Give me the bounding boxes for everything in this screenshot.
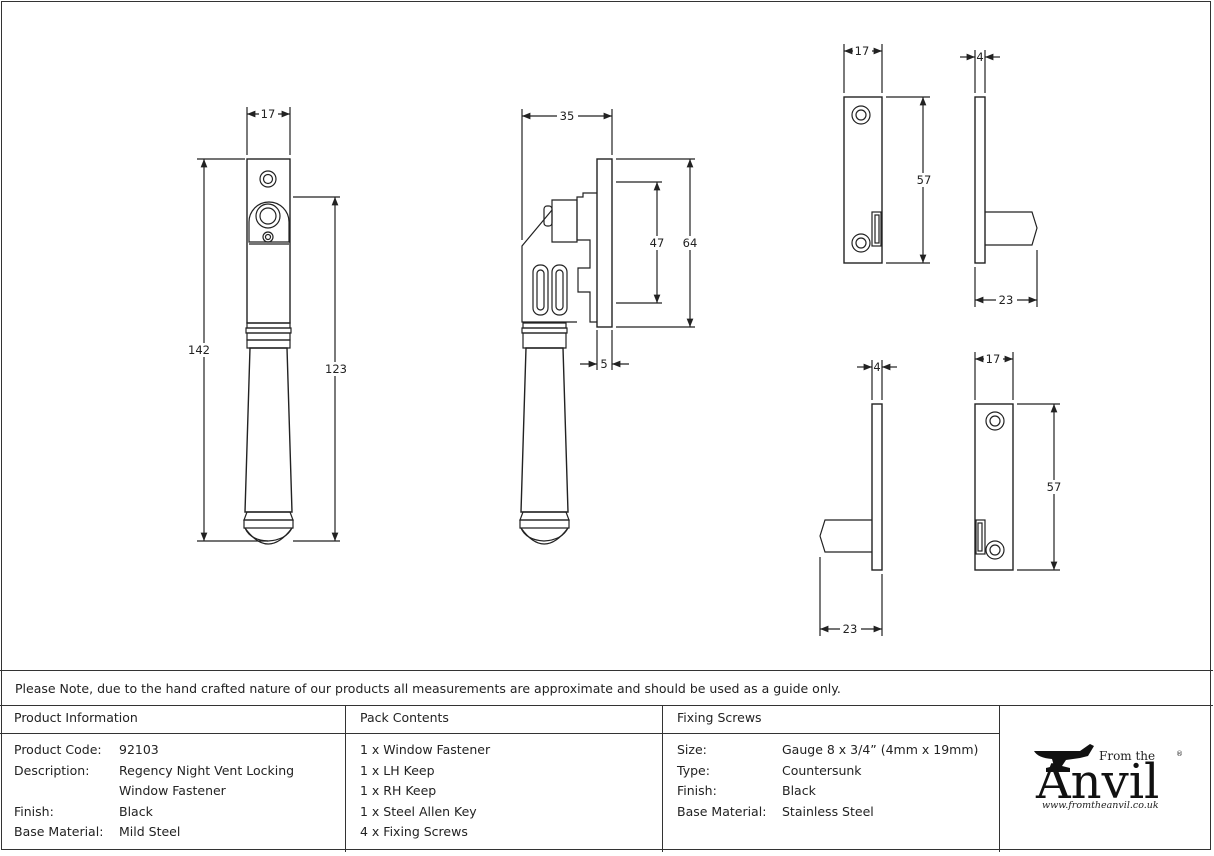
screw-label: Finish:: [677, 783, 717, 798]
info-row: Base Material: Mild Steel: [0, 822, 345, 843]
dim-keep-top-width: 17: [855, 44, 870, 58]
keep-top-side-view: [974, 96, 1038, 264]
info-label: Base Material:: [14, 824, 104, 839]
info-value: Mild Steel: [119, 824, 181, 839]
logo-from-the: From the: [1099, 749, 1155, 763]
dim-keep-top-side-thickness: 4: [976, 50, 983, 64]
screw-label: Type:: [677, 762, 710, 778]
dim-fastener-front-width: 17: [261, 107, 276, 121]
pack-contents-heading: Pack Contents: [346, 706, 662, 734]
list-item: 1 x LH Keep: [360, 762, 435, 778]
info-row: Window Fastener: [0, 781, 345, 802]
dim-fastener-handle-height: 123: [325, 362, 347, 376]
list-item: 1 x RH Keep: [360, 783, 437, 798]
screw-value: Countersunk: [782, 762, 862, 778]
screw-row: Size: Gauge 8 x 3/4” (4mm x 19mm): [663, 740, 999, 761]
pack-contents-panel: Pack Contents 1 x Window Fastener 1 x LH…: [346, 706, 663, 852]
dim-fastener-plate-thickness: 5: [600, 357, 607, 371]
screw-row: Finish: Black: [663, 781, 999, 802]
dim-keep-bottom-side-depth: 23: [843, 622, 858, 636]
keep-top-side-dimensions: [960, 50, 1038, 307]
fixing-screws-panel: Fixing Screws Size: Gauge 8 x 3/4” (4mm x…: [663, 706, 1000, 852]
info-label: [0, 781, 119, 802]
fastener-front-view: [243, 158, 294, 545]
list-item: 4 x Fixing Screws: [360, 824, 468, 839]
dim-keep-top-side-depth: 23: [999, 293, 1014, 307]
info-label: Product Code:: [14, 742, 102, 757]
fastener-side-dimensions: [521, 109, 695, 370]
keep-bottom-side-dimensions: [819, 360, 897, 636]
list-item: 1 x Window Fastener: [360, 742, 491, 757]
info-row: Product Code: 92103: [0, 740, 345, 761]
info-value: Black: [119, 803, 153, 819]
screw-value: Black: [782, 783, 816, 798]
info-value: 92103: [119, 742, 159, 757]
fastener-front-dimensions: [197, 107, 340, 542]
keep-bottom-dimensions: [974, 352, 1060, 571]
info-label: Finish:: [14, 803, 54, 819]
screw-value: Stainless Steel: [782, 803, 874, 819]
technical-drawing: 17 142 123 35 64 47 5 17 57 4 23 4 23 17…: [188, 44, 1062, 636]
screw-label: Size:: [677, 742, 707, 757]
anvil-logo: From the Anvil ® www.fromtheanvil.co.uk: [1000, 706, 1213, 852]
screw-row: Type: Countersunk: [663, 761, 999, 782]
logo-name: Anvil: [1035, 754, 1159, 810]
dim-fastener-inner-height: 47: [650, 236, 665, 250]
dim-keep-bottom-side-thickness: 4: [873, 360, 880, 374]
anvil-icon: From the Anvil ® www.fromtheanvil.co.uk: [1034, 744, 1183, 811]
product-information-heading: Product Information: [0, 706, 345, 734]
keep-bottom-front-view: [974, 403, 1014, 571]
keep-top-front-view: [843, 96, 883, 264]
dim-fastener-plate-height: 64: [683, 236, 698, 250]
dim-keep-bottom-width: 17: [986, 352, 1001, 366]
keep-top-dimensions: [843, 44, 930, 264]
fastener-side-view: [519, 158, 613, 545]
screw-row: Base Material: Stainless Steel: [663, 802, 999, 823]
info-row: Finish: Black: [0, 802, 345, 823]
product-information-panel: Product Information Product Code: 92103 D…: [0, 706, 346, 852]
info-label: Description:: [14, 762, 90, 778]
dim-keep-top-height: 57: [917, 173, 932, 187]
fixing-screws-heading: Fixing Screws: [663, 706, 999, 734]
list-item: 1 x Steel Allen Key: [360, 803, 477, 819]
keep-bottom-side-view: [819, 403, 883, 571]
info-value: Window Fastener: [119, 783, 226, 798]
screw-label: Base Material:: [677, 803, 767, 819]
info-row: Description: Regency Night Vent Locking: [0, 761, 345, 782]
info-value: Regency Night Vent Locking: [119, 762, 295, 778]
dim-keep-bottom-height: 57: [1047, 480, 1062, 494]
disclaimer-note: Please Note, due to the hand crafted nat…: [0, 670, 1213, 706]
dim-fastener-side-depth: 35: [560, 109, 575, 123]
logo-registered-mark: ®: [1176, 750, 1183, 758]
screw-value: Gauge 8 x 3/4” (4mm x 19mm): [782, 742, 979, 757]
dim-fastener-front-height: 142: [188, 343, 210, 357]
logo-url: www.fromtheanvil.co.uk: [1042, 800, 1159, 811]
